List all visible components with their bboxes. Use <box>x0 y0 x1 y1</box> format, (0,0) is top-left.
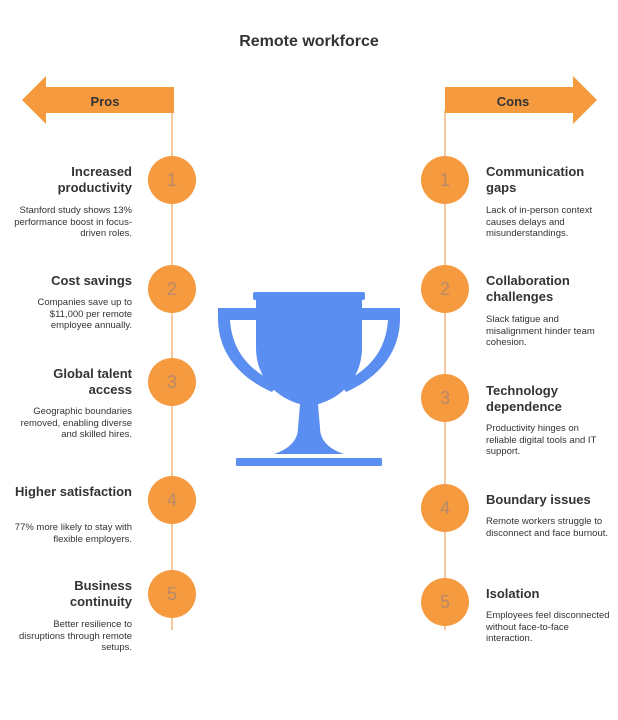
pros-item-desc: Better resilience to disruptions through… <box>18 619 132 653</box>
cons-item-title: Isolation <box>486 586 540 601</box>
pros-item-title: Higher satisfaction <box>14 484 132 499</box>
cons-item-desc: Remote workers struggle to disconnect an… <box>486 516 609 539</box>
cons-step-5-circle: 5 <box>421 578 469 626</box>
pros-item-title: Business continuity <box>69 578 132 609</box>
cons-step-3-circle: 3 <box>421 374 469 422</box>
cons-arrow <box>445 76 597 124</box>
pros-step-2-circle: 2 <box>148 265 196 313</box>
cons-step-4-circle: 4 <box>421 484 469 532</box>
cons-item-title: Collaboration challenges <box>486 273 570 304</box>
cons-item-desc: Employees feel disconnected without face… <box>486 610 610 644</box>
pros-label: Pros <box>90 94 120 109</box>
pros-step-5-circle: 5 <box>148 570 196 618</box>
page-title: Remote workforce <box>239 33 379 50</box>
cons-label: Cons <box>496 94 530 109</box>
cons-step-2-circle: 2 <box>421 265 469 313</box>
pros-item-desc: Companies save up to $11,000 per remote … <box>37 297 132 331</box>
pros-step-4-circle: 4 <box>148 476 196 524</box>
pros-item-desc: 77% more likely to stay with flexible em… <box>14 522 132 545</box>
pros-item-title: Global talent access <box>53 366 132 397</box>
pros-arrow <box>22 76 174 124</box>
pros-item-desc: Stanford study shows 13% performance boo… <box>14 205 132 239</box>
trophy-icon <box>218 292 400 466</box>
pros-item-title: Increased productivity <box>57 164 132 195</box>
pros-step-3-circle: 3 <box>148 358 196 406</box>
cons-item-desc: Lack of in-person context causes delays … <box>486 205 593 239</box>
pros-item-desc: Geographic boundaries removed, enabling … <box>20 406 132 440</box>
pros-item-title: Cost savings <box>51 273 132 288</box>
cons-item-title: Boundary issues <box>486 492 591 507</box>
cons-step-1-circle: 1 <box>421 156 469 204</box>
cons-timeline-line <box>444 110 446 630</box>
cons-item-desc: Slack fatigue and misalignment hinder te… <box>486 314 595 348</box>
cons-item-title: Communication gaps <box>486 164 585 195</box>
pros-step-1-circle: 1 <box>148 156 196 204</box>
cons-item-title: Technology dependence <box>486 383 562 414</box>
cons-item-desc: Productivity hinges on reliable digital … <box>486 423 597 457</box>
